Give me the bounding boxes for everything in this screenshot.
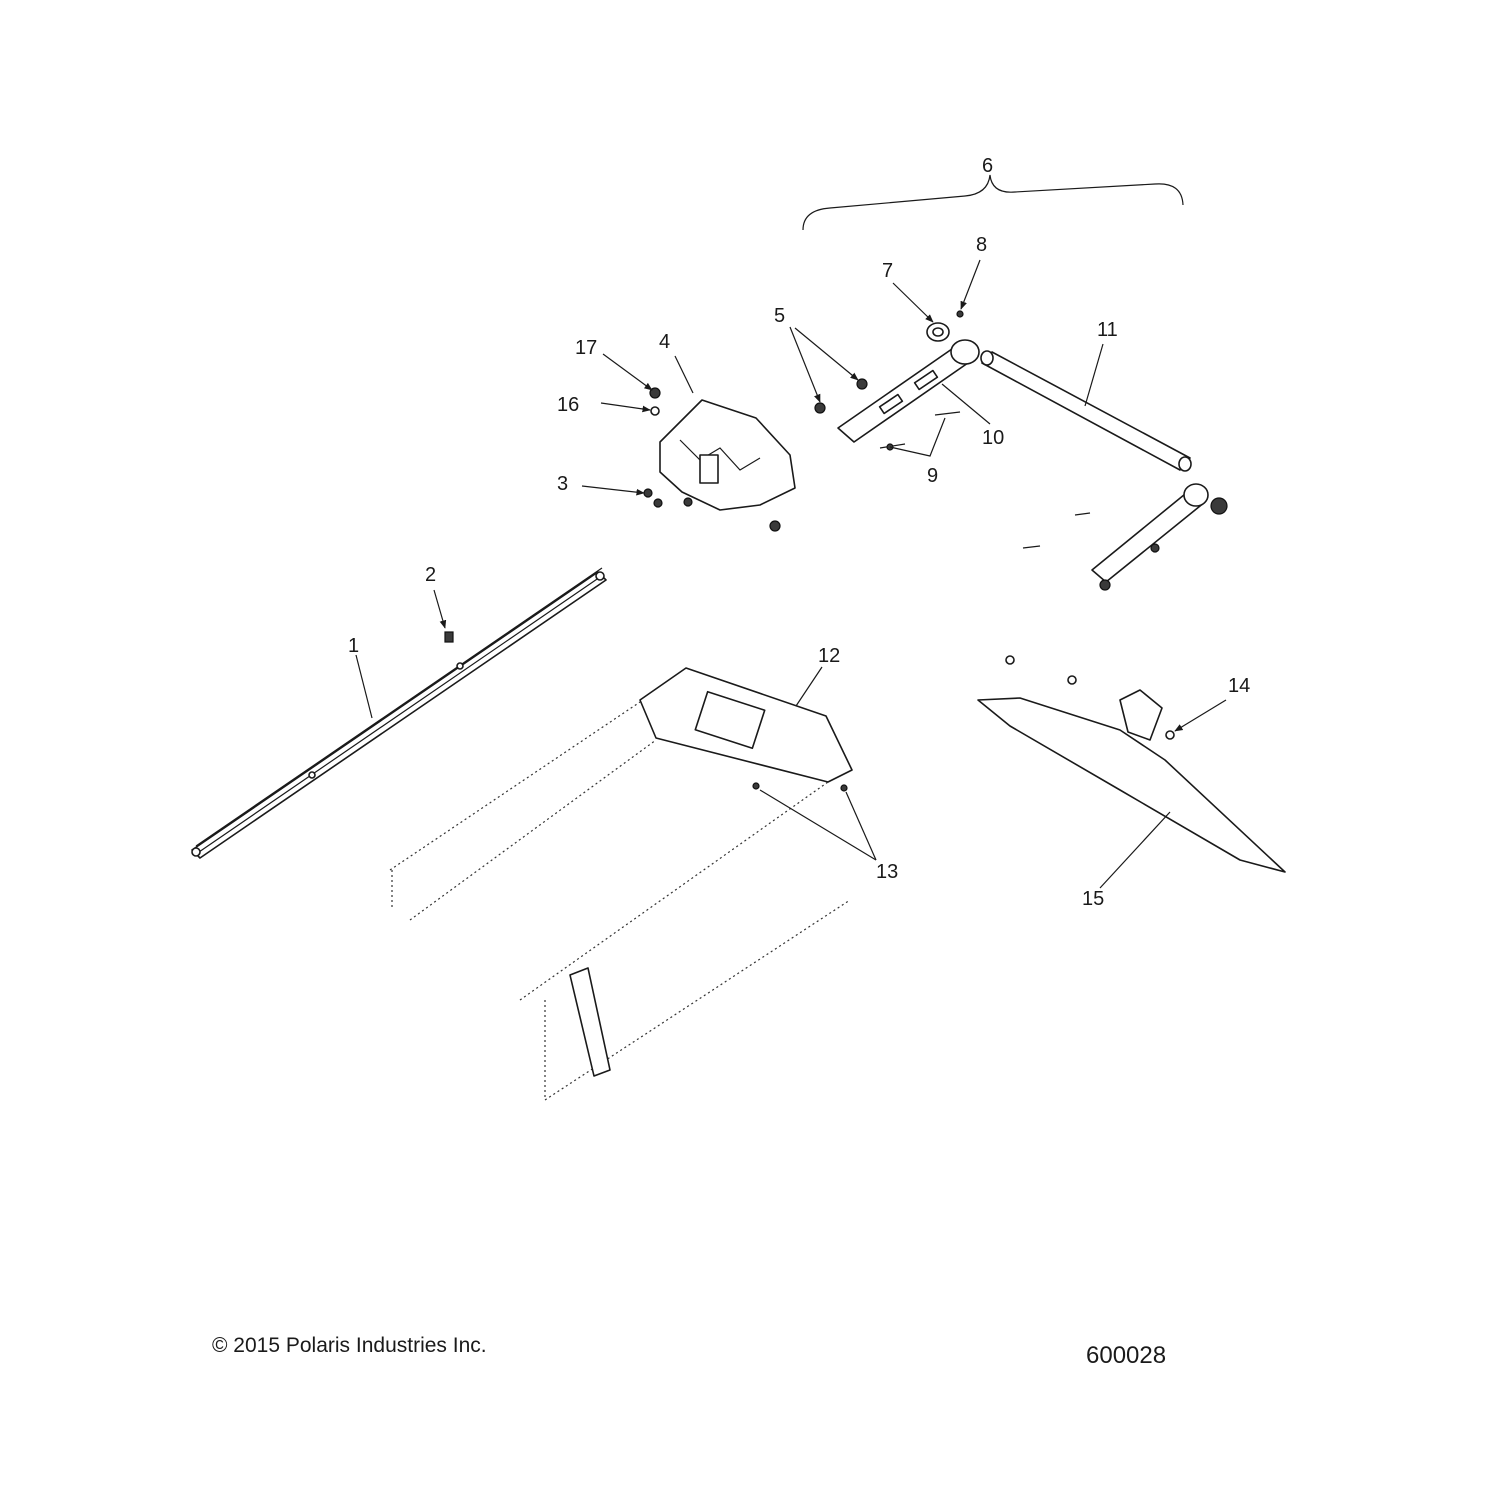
copyright-notice: © 2015 Polaris Industries Inc. <box>212 1334 487 1357</box>
callout-17: 17 <box>575 337 597 359</box>
part-2-bolt <box>444 631 454 643</box>
part-7-bushing <box>926 322 950 342</box>
part-8-fastener <box>956 310 964 318</box>
callout-3: 3 <box>557 473 568 495</box>
leader-lines <box>355 259 1227 889</box>
frame-bracket <box>569 967 611 1077</box>
part-13-fasteners <box>752 782 848 792</box>
callout-11: 11 <box>1097 319 1118 341</box>
callout-14: 14 <box>1228 675 1250 697</box>
figure-number: 600028 <box>1086 1342 1167 1369</box>
part-4-cover <box>659 399 796 532</box>
callout-1: 1 <box>348 635 359 657</box>
callout-6: 6 <box>982 155 993 177</box>
part-15-trim <box>977 689 1286 873</box>
callout-5: 5 <box>774 305 785 327</box>
callout-4: 4 <box>659 331 670 353</box>
callout-9: 9 <box>927 465 938 487</box>
callout-2: 2 <box>425 564 436 586</box>
part-11-tube <box>980 350 1192 472</box>
callout-13: 13 <box>876 861 898 883</box>
part-10-arm <box>837 339 980 443</box>
callout-16: 16 <box>557 394 579 416</box>
callout-7: 7 <box>882 260 893 282</box>
part-16-washer <box>650 406 660 416</box>
callout-12: 12 <box>818 645 840 667</box>
callout-10: 10 <box>982 427 1004 449</box>
part-3-fastener <box>643 488 663 508</box>
part-17-nut <box>649 387 661 399</box>
part-5-nut <box>814 378 868 414</box>
callout-8: 8 <box>976 234 987 256</box>
callout-15: 15 <box>1082 888 1104 910</box>
part-1-rail <box>191 567 607 859</box>
callout-labels: 1 2 3 4 5 6 7 8 9 10 11 12 13 14 15 16 1… <box>348 155 1250 910</box>
right-arm <box>1022 483 1228 591</box>
part-9-bolt <box>879 411 961 451</box>
part-12-plate <box>389 667 853 1101</box>
